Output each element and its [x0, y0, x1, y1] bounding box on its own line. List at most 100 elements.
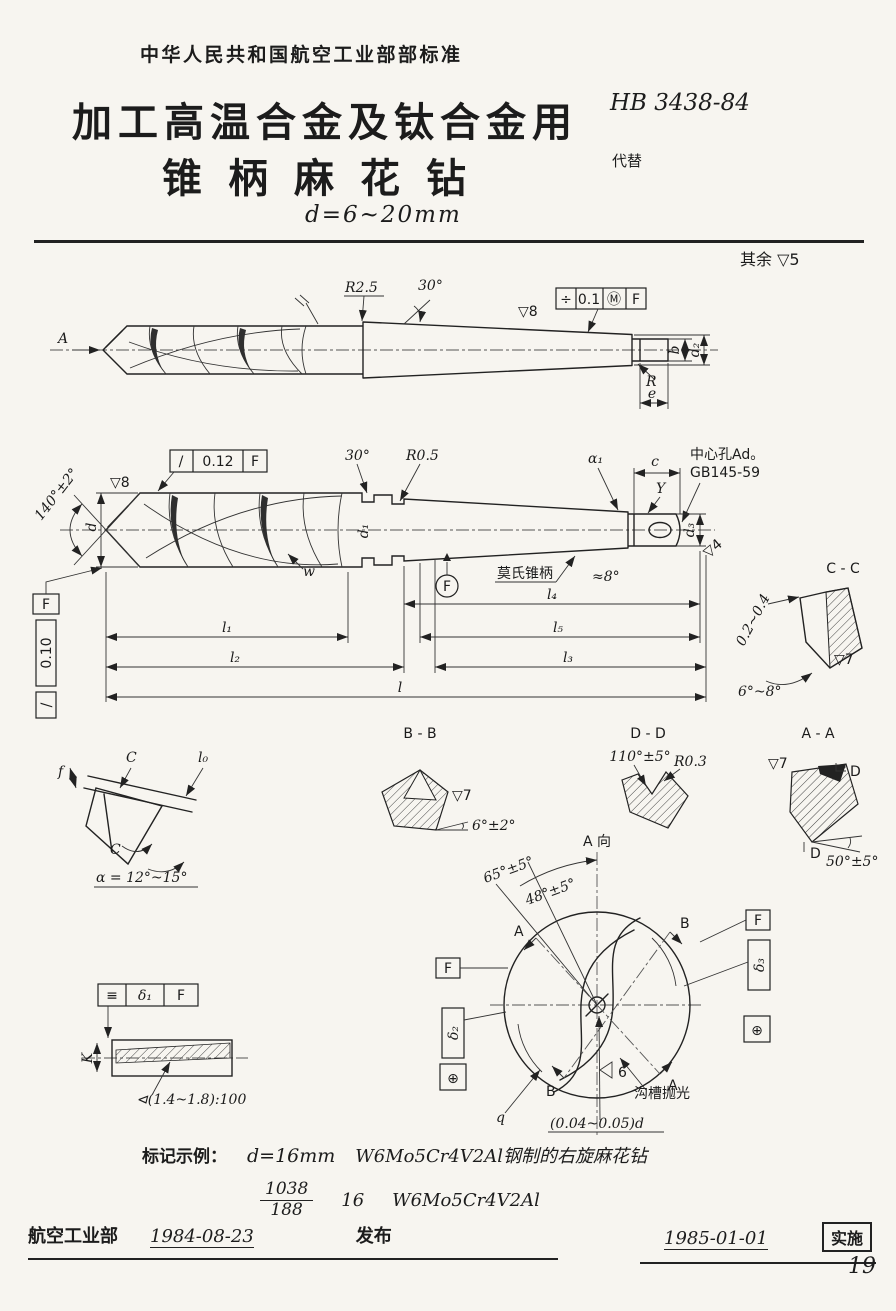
marking-size: 16	[341, 1189, 365, 1211]
page-title-line2: 锥柄麻花钻	[162, 156, 492, 202]
left-tolerance-value: δ₂	[446, 1026, 462, 1040]
tang-dia-d3-label: d₃	[682, 522, 698, 537]
tolerance-symbol: ÷	[560, 292, 572, 308]
marking-fraction: 1038 188	[260, 1179, 314, 1220]
length-l1-label: l₁	[222, 620, 232, 636]
marking-material: W6Mo5Cr4V2Al	[392, 1189, 540, 1211]
marking-example: 标记示例： d=16mm W6Mo5Cr4V2Al钢制的右旋麻花钻 1038 1…	[142, 1142, 792, 1220]
right-datum-label: F	[754, 913, 762, 929]
length-l3-label: l₃	[563, 650, 573, 666]
marking-description: W6Mo5Cr4V2Al钢制的右旋麻花钻	[355, 1146, 648, 1167]
marking-d-value: d=16mm	[247, 1145, 336, 1167]
datum-ref: F	[177, 988, 185, 1004]
footer-right: 1985-01-01 实施	[640, 1222, 876, 1264]
neck-angle-label: 30°	[418, 278, 443, 294]
dim-c-bottom-label: C	[110, 842, 121, 858]
datum-ref: F	[632, 292, 640, 308]
parallelism-tolerance-frame	[169, 449, 268, 473]
radius-05-label: R0.5	[405, 448, 439, 464]
left-position-symbol-frame	[439, 1063, 467, 1091]
section-cc-title: C - C	[826, 561, 860, 577]
right-position-symbol-frame	[743, 1015, 771, 1043]
shank-dia-d2-label: d₂	[687, 342, 703, 357]
replaces-label: 代替	[612, 152, 643, 170]
left-tolerance-symbol: /	[39, 702, 55, 707]
section-dd: D - D 110°±5° R0.3	[609, 726, 707, 829]
left-tolerance-value-frame	[35, 619, 57, 687]
groove-dia-d1-label: d₁	[356, 524, 372, 539]
angle-48-label: 48°±5°	[522, 876, 578, 909]
footer-issue-date: 1984-08-23	[150, 1226, 254, 1248]
section-bb-title: B - B	[403, 726, 436, 742]
dim-q-label: q	[496, 1110, 505, 1126]
drill-outline-circle	[503, 911, 691, 1099]
footer-left: 航空工业部 1984-08-23 发布	[28, 1222, 558, 1260]
tang-c-label: c	[651, 454, 659, 470]
diameter-range: d=6~20mm	[305, 202, 462, 228]
edge-detail: f C l₀ C α = 12°~15°	[57, 750, 208, 888]
section-b-label-bottom: B	[546, 1084, 556, 1100]
technical-drawing: A R2.5 30° ▽8 ÷ 0.1 Ⓜ F b d₂ R	[32, 278, 878, 1136]
taper-angle-alpha1-label: α₁	[588, 451, 603, 467]
dim-k-label: K	[80, 1051, 96, 1064]
datum-ref: F	[251, 454, 259, 470]
left-position-symbol: ⊕	[447, 1071, 459, 1087]
left-tolerance-frame	[441, 1007, 465, 1059]
dd-angle-label: 110°±5°	[609, 749, 670, 765]
blank-detail: ≡ δ₁ F K ⊲(1.4~1.8):100	[80, 983, 248, 1108]
dim-l0-label: l₀	[198, 750, 208, 766]
section-a-label-top: A	[514, 924, 524, 940]
left-tolerance-value: 0.10	[39, 637, 55, 668]
main-drill-view: 140°±2° d ▽8 / 0.12 F 30° R0.5 d₁ α₁ c Y…	[32, 447, 764, 719]
morse-taper-label: 莫氏锥柄	[497, 566, 553, 582]
label-6: 6	[618, 1065, 627, 1081]
roughness-7-mark: ▽7	[452, 788, 472, 804]
dim-y-label: Y	[656, 481, 667, 497]
front-view: A 向 A A B B 65°±5° 48°±5° F δ₂ ⊕ F	[435, 834, 771, 1136]
tolerance-symbol: /	[179, 454, 184, 470]
clearance-angle-label: 6°~8°	[738, 684, 782, 700]
radius-2p5-label: R2.5	[344, 280, 378, 296]
standard-header: 中华人民共和国航空工业部部标准	[140, 44, 463, 66]
chamfer-f-label: f	[57, 764, 66, 780]
tang-width-b-label: b	[667, 345, 683, 354]
length-l-label: l	[398, 680, 402, 696]
material-modifier: Ⓜ	[607, 292, 621, 308]
left-datum-label: F	[42, 597, 50, 613]
page-number: 19	[848, 1254, 876, 1279]
section-line-d-top-label: D	[850, 764, 861, 780]
web-thickness-label: (0.04~0.05)d	[550, 1116, 644, 1132]
front-view-title: A 向	[583, 834, 611, 850]
tang-fillet-r-label: R	[645, 374, 657, 390]
center-hole-note-line1: 中心孔Ad。	[690, 447, 764, 463]
datum-f-label: F	[443, 579, 451, 595]
page-title-line1: 加工高温合金及钛合金用	[72, 100, 578, 146]
roughness-8-mark: ▽8	[518, 304, 538, 320]
length-l4-label: l₄	[547, 587, 557, 603]
roughness-4-mark: ▽4	[700, 536, 725, 561]
footer-issue-label: 发布	[355, 1226, 392, 1247]
section-bb: B - B 6°±2° ▽7	[381, 726, 516, 834]
roughness-8-mark: ▽8	[110, 475, 130, 491]
fraction-denominator: 188	[270, 1199, 303, 1220]
length-l2-label: l₂	[230, 650, 240, 666]
dim-c-top-label: C	[126, 750, 137, 766]
roughness-7-mark: ▽7	[768, 756, 788, 772]
standard-number: HB 3438-84	[610, 90, 750, 116]
left-datum-label: F	[444, 961, 452, 977]
right-tolerance-frame	[747, 939, 771, 991]
marking-label: 标记示例：	[142, 1147, 227, 1167]
section-b-label-top: B	[680, 916, 690, 932]
footer-impl-label: 实施	[821, 1222, 872, 1252]
section-aa-title: A - A	[801, 726, 835, 742]
view-direction-a-label: A	[56, 331, 68, 347]
tolerance-value: 0.12	[202, 454, 233, 470]
section-cc: C - C 0.2~0.4 ▽7 6°~8°	[733, 561, 863, 700]
aa-angle-label: 50°±5°	[826, 854, 878, 870]
approx-8deg-label: ≈8°	[592, 569, 620, 585]
tolerance-value: δ₁	[138, 988, 152, 1004]
symmetry-tolerance-frame	[97, 983, 199, 1007]
length-l5-label: l₅	[553, 620, 563, 636]
taper-ratio-note: ⊲(1.4~1.8):100	[136, 1092, 246, 1108]
